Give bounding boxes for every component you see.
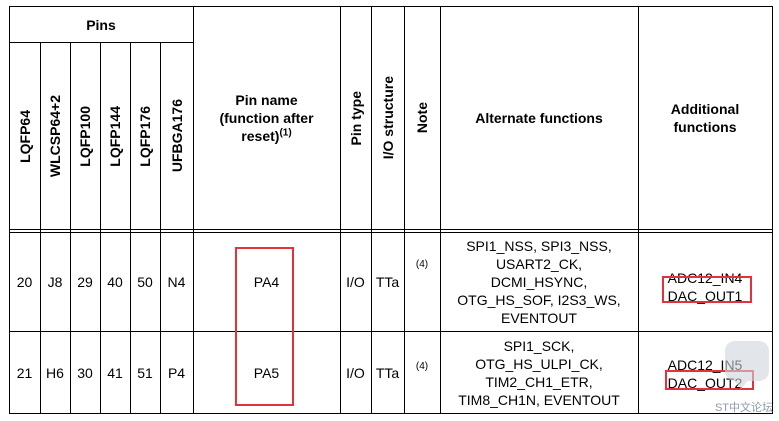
row2-ufbga176: P4 <box>167 364 186 381</box>
row1-additional-functions: ADC12_IN4 DAC_OUT1 <box>667 270 743 304</box>
row2-alternate-functions: SPI1_SCK, OTG_HS_ULPI_CK, TIM2_CH1_ETR, … <box>458 337 620 408</box>
header-additional-functions: Additional functions <box>670 101 740 135</box>
row1-alternate-functions: SPI1_NSS, SPI3_NSS, USART2_CK, DCMI_HSYN… <box>457 238 621 326</box>
col-line-3 <box>100 42 101 414</box>
row1-wlcsp64: J8 <box>47 274 63 290</box>
pins-group-divider <box>9 42 193 43</box>
row2-pin-type: I/O <box>346 364 365 381</box>
col-line-5 <box>160 42 161 414</box>
col-line-12 <box>772 6 773 414</box>
table-top-border <box>9 6 773 7</box>
row-divider <box>9 331 773 332</box>
col-line-10 <box>440 6 441 414</box>
pins-group-header: Pins <box>86 16 116 33</box>
row2-lqfp64: 21 <box>16 364 33 381</box>
row1-io-structure: TTa <box>375 274 400 290</box>
row1-lqfp64: 20 <box>16 274 33 290</box>
col-line-6 <box>193 6 194 414</box>
row2-pin-name: PA5 <box>253 364 280 381</box>
watermark-bubble-icon <box>725 341 769 389</box>
header-alternate-functions: Alternate functions <box>475 110 603 126</box>
col-line-2 <box>70 42 71 414</box>
header-lqfp100: LQFP100 <box>77 105 93 167</box>
row2-lqfp100: 30 <box>77 364 93 381</box>
col-line-9 <box>404 6 405 414</box>
highlight-dac-out1-box <box>662 276 752 303</box>
row2-lqfp144: 41 <box>107 364 123 381</box>
row2-wlcsp64: H6 <box>46 364 64 381</box>
row1-lqfp144: 40 <box>107 274 123 290</box>
col-line-11 <box>638 6 639 414</box>
row2-additional-functions: ADC12_IN5 DAC_OUT2 <box>667 356 743 391</box>
header-bottom-rule <box>9 229 773 230</box>
row2-lqfp176: 51 <box>137 364 153 381</box>
header-pin-type: Pin type <box>347 90 364 146</box>
row1-pin-type: I/O <box>346 274 365 290</box>
row2-note: (4) <box>415 361 429 372</box>
watermark-text: ST中文论坛 <box>714 402 773 414</box>
col-line-4 <box>130 42 131 414</box>
row2-io-structure: TTa <box>375 364 400 381</box>
row1-note: (4) <box>415 259 429 270</box>
col-line-8 <box>371 6 372 414</box>
table-bottom-border <box>9 413 773 414</box>
header-lqfp176: LQFP176 <box>137 105 153 167</box>
row1-lqfp100: 29 <box>77 274 93 290</box>
header-lqfp144: LQFP144 <box>107 105 123 167</box>
col-line-7 <box>340 6 341 414</box>
header-pin-name: Pin name (function after reset)(1) <box>219 92 314 144</box>
col-line-0 <box>9 6 10 414</box>
header-ufbga176: UFBGA176 <box>168 99 185 173</box>
col-line-1 <box>40 42 41 414</box>
header-bottom-rule-2 <box>9 232 773 233</box>
header-note: Note <box>414 102 430 134</box>
header-io-structure: I/O structure <box>379 76 396 160</box>
header-lqfp64: LQFP64 <box>16 109 33 163</box>
header-wlcsp64: WLCSP64+2 <box>47 94 63 178</box>
highlight-pin-name-box <box>235 247 294 406</box>
row1-lqfp176: 50 <box>137 274 153 290</box>
row1-pin-name: PA4 <box>253 274 280 290</box>
row1-ufbga176: N4 <box>167 274 186 290</box>
